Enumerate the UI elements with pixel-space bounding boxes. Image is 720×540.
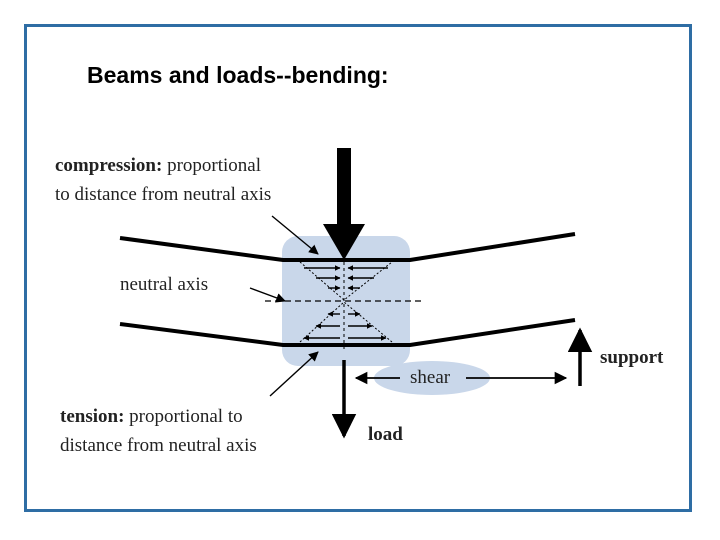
- neutral-axis-label: neutral axis: [120, 274, 209, 295]
- shear-highlight: [374, 361, 490, 395]
- compression-label: compression: proportional to distance fr…: [55, 151, 271, 209]
- compression-text-line2: to distance from neutral axis: [55, 184, 272, 205]
- applied-load-arrow: [323, 148, 365, 260]
- beam-top-edge: [119, 232, 576, 262]
- compression-arrows: [304, 265, 388, 291]
- neutral-axis-leader: [249, 287, 286, 303]
- tension-leader: [269, 351, 319, 397]
- support-label: support: [600, 347, 664, 368]
- compression-leader: [271, 215, 319, 255]
- shear-label: shear: [410, 367, 451, 388]
- compression-text-line1: proportional: [167, 155, 261, 176]
- load-label: load: [368, 424, 403, 445]
- tension-text-line2: distance from neutral axis: [60, 435, 257, 456]
- tension-term: tension:: [60, 406, 125, 427]
- beam-bottom-edge: [119, 318, 576, 347]
- tension-stress-profile: [299, 301, 393, 343]
- tension-label: tension: proportional to distance from n…: [60, 402, 257, 460]
- slide-frame: [24, 24, 692, 512]
- tension-text-line1: proportional to: [129, 406, 243, 427]
- compression-term: compression:: [55, 155, 163, 176]
- tension-arrows: [303, 311, 387, 341]
- slide-title: Beams and loads--bending:: [87, 62, 389, 88]
